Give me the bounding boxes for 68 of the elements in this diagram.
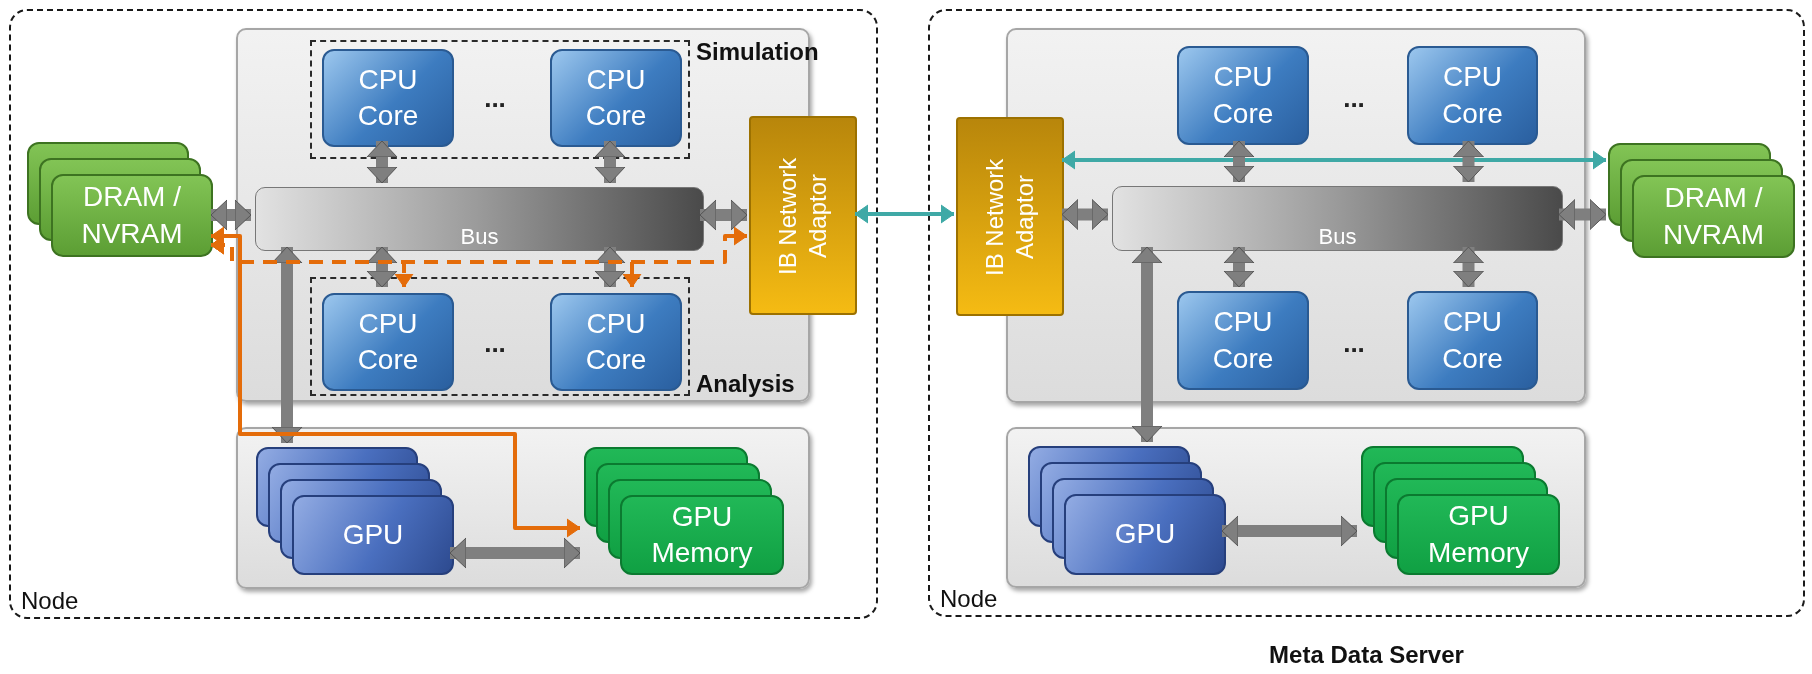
- node-label: Node: [21, 587, 79, 615]
- double-arrow: [449, 537, 581, 569]
- double-arrow: [1131, 246, 1163, 443]
- adaptor-label: IB Network Adaptor: [773, 155, 832, 277]
- box-label: CPU Core: [584, 306, 648, 377]
- memory-card-stack: [1608, 143, 1795, 258]
- box-panel: [236, 427, 810, 589]
- box-label: CPU Core: [1441, 305, 1504, 376]
- cpu-core-box: [322, 293, 454, 391]
- cpu-core-box: [550, 293, 682, 391]
- gpu-memory-card-stack: [1361, 446, 1560, 575]
- box-label: CPU Core: [1211, 305, 1275, 376]
- cpu-core-box: [1407, 291, 1538, 390]
- ellipsis: ...: [484, 82, 506, 114]
- box-label: GPU Memory: [1426, 499, 1531, 570]
- double-arrow: [366, 246, 398, 288]
- double-arrow: [1061, 199, 1109, 230]
- adaptor-label: IB Network Adaptor: [980, 156, 1039, 278]
- box-label: CPU Core: [1211, 60, 1275, 131]
- box-panel: [1006, 28, 1586, 403]
- double-arrow: [699, 199, 748, 231]
- cpu-core-box: [1177, 291, 1309, 390]
- double-arrow: [1221, 515, 1358, 547]
- network-adaptor-box: [956, 117, 1064, 316]
- server-caption: Meta Data Server: [1269, 641, 1464, 669]
- double-arrow: [210, 226, 581, 538]
- gpu-card-stack: [256, 447, 454, 575]
- box-label: GPU: [342, 517, 404, 552]
- bus-label: Bus: [460, 224, 499, 249]
- double-arrow: [366, 140, 398, 184]
- double-arrow: [1061, 150, 1607, 170]
- box-label: DRAM / NVRAM: [1661, 181, 1766, 252]
- bus-bar: [1112, 186, 1563, 251]
- box-label: GPU Memory: [650, 499, 754, 570]
- double-arrow: [210, 199, 252, 231]
- box-label: CPU Core: [356, 306, 420, 377]
- bus-bar: [255, 187, 704, 251]
- double-arrow: [594, 246, 626, 288]
- double-arrow: [1558, 199, 1607, 230]
- double-arrow: [1453, 246, 1484, 288]
- double-arrow: [1223, 140, 1255, 183]
- cpu-core-box: [1407, 46, 1538, 145]
- box-panel: [1006, 427, 1586, 588]
- group-heading: Simulation: [696, 38, 819, 66]
- network-adaptor-box: [749, 116, 857, 315]
- gpu-card-stack: [1028, 446, 1226, 575]
- cpu-core-box: [550, 49, 682, 147]
- cpu-core-box: [322, 49, 454, 147]
- group-heading: Analysis: [696, 370, 795, 398]
- ellipsis: ...: [1343, 82, 1365, 114]
- double-arrow: [1223, 246, 1255, 288]
- box-label: DRAM / NVRAM: [80, 180, 184, 251]
- box-label: GPU: [1114, 517, 1176, 552]
- cpu-core-box: [1177, 46, 1309, 145]
- double-arrow: [1453, 140, 1484, 183]
- ellipsis: ...: [1343, 327, 1365, 359]
- double-arrow: [854, 204, 955, 224]
- double-arrow: [594, 140, 626, 184]
- box-label: CPU Core: [1441, 60, 1504, 131]
- node-label: Node: [940, 585, 998, 613]
- ellipsis: ...: [484, 327, 506, 359]
- gpu-memory-card-stack: [584, 447, 784, 575]
- bus-label: Bus: [1318, 224, 1357, 249]
- box-label: CPU Core: [584, 62, 648, 133]
- memory-card-stack: [27, 142, 213, 257]
- double-arrow: [271, 246, 303, 444]
- node-boundary: [9, 9, 878, 619]
- box-label: CPU Core: [356, 62, 420, 133]
